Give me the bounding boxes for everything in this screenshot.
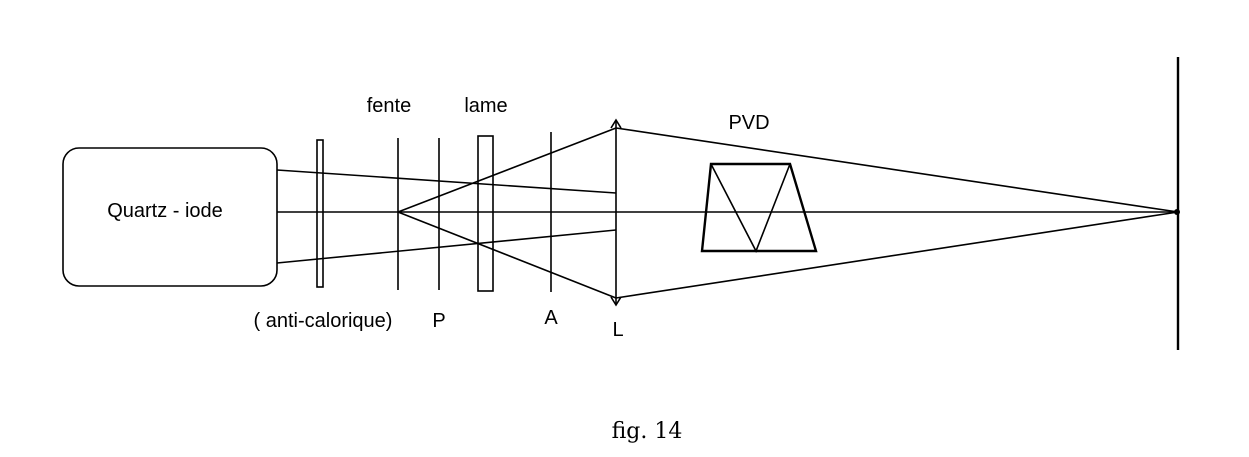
lens-ray-lower xyxy=(615,211,1179,299)
quartz-iode-lamp-box xyxy=(62,147,278,287)
anti-calorique-label: ( anti-calorique) xyxy=(254,310,393,332)
slit-ray-upper xyxy=(397,127,617,213)
lens-ray-upper xyxy=(615,127,1179,213)
lens-top-arrowhead xyxy=(610,118,622,129)
pvd-label: PVD xyxy=(728,112,769,134)
analyzer-label: A xyxy=(544,307,558,329)
anti-calorique-filter xyxy=(316,139,324,288)
lame-label: lame xyxy=(464,95,507,117)
polarizer-label: P xyxy=(432,310,445,332)
figure-caption: fig. 14 xyxy=(612,419,683,444)
source-ray-upper xyxy=(276,169,617,194)
slit-ray-lower xyxy=(397,211,617,299)
lame-plate xyxy=(477,135,494,292)
lens-bottom-arrowhead xyxy=(610,296,622,307)
focus-point xyxy=(1174,209,1180,215)
pvd-prism xyxy=(700,162,818,253)
source-label: Quartz - iode xyxy=(107,200,223,222)
pvd-prism-v xyxy=(710,163,791,253)
lens-label: L xyxy=(612,319,623,341)
source-ray-lower xyxy=(276,229,617,264)
fente-label: fente xyxy=(367,95,411,117)
